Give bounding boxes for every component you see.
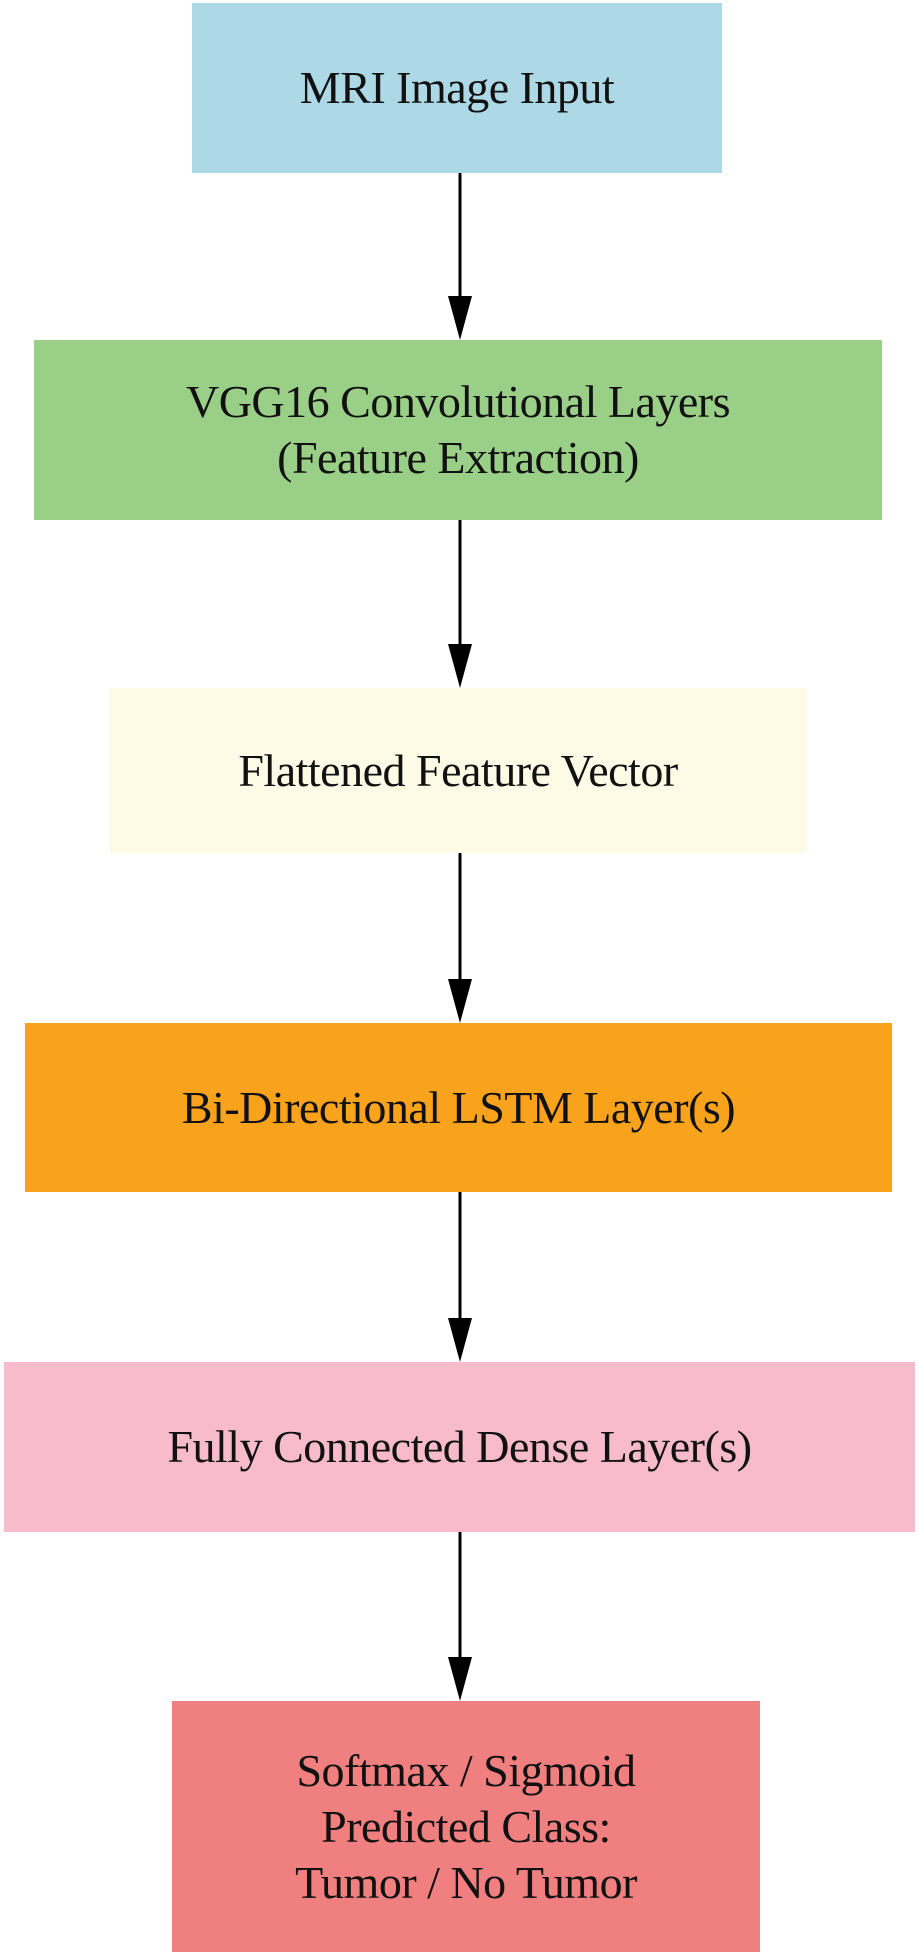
edge-arrow — [448, 1532, 472, 1701]
node-label: Flattened Feature Vector — [238, 744, 678, 796]
edge-arrow — [448, 173, 472, 340]
node-softmax-output: Softmax / Sigmoid Predicted Class: Tumor… — [172, 1701, 760, 1952]
node-label: VGG16 Convolutional Layers — [185, 376, 731, 427]
node-mri-image-input: MRI Image Input — [192, 3, 722, 173]
node-label: Softmax / Sigmoid — [296, 1744, 636, 1796]
arrowhead-icon — [448, 644, 472, 688]
node-label: MRI Image Input — [299, 62, 615, 113]
node-bidirectional-lstm: Bi-Directional LSTM Layer(s) — [25, 1023, 892, 1192]
arrowhead-icon — [448, 979, 472, 1023]
node-flattened-feature-vector: Flattened Feature Vector — [110, 688, 806, 853]
node-vgg16-convolutional-layers: VGG16 Convolutional Layers (Feature Extr… — [34, 340, 882, 520]
node-label: Bi-Directional LSTM Layer(s) — [181, 1081, 736, 1133]
arrowhead-icon — [448, 1657, 472, 1701]
node-label: Tumor / No Tumor — [295, 1856, 637, 1908]
node-label: Predicted Class: — [321, 1800, 611, 1852]
arrowhead-icon — [448, 1318, 472, 1362]
edge-arrow — [448, 1192, 472, 1362]
node-label: Fully Connected Dense Layer(s) — [167, 1421, 752, 1472]
node-fully-connected-dense: Fully Connected Dense Layer(s) — [4, 1362, 915, 1532]
edge-arrow — [448, 520, 472, 688]
arrowhead-icon — [448, 296, 472, 340]
edge-arrow — [448, 853, 472, 1023]
node-label: (Feature Extraction) — [277, 432, 639, 483]
